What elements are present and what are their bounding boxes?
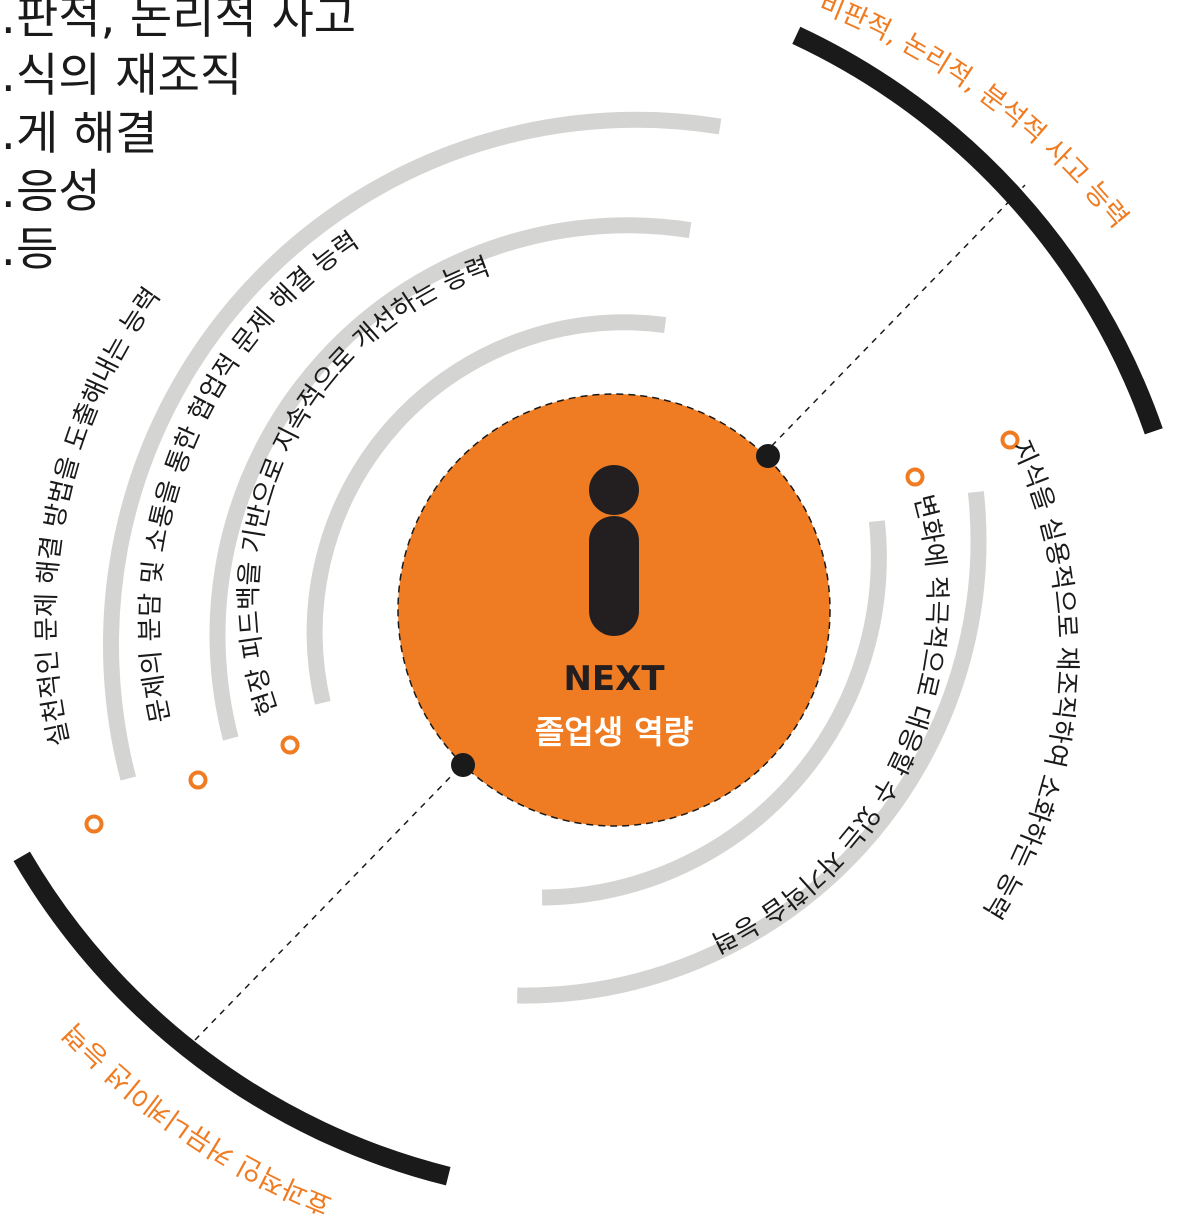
bullet-dot xyxy=(188,770,208,790)
gray-arc-left-outer xyxy=(102,111,722,781)
cropped-text-block: …판적, 논리적 사고 …식의 재조직 …게 해결 …응성 …등 xyxy=(0,0,356,278)
gray-arc-right-outer xyxy=(517,491,987,1004)
gray-arc-right-inner xyxy=(541,520,887,906)
bullet-dot xyxy=(280,735,300,755)
cropped-text-line: …등 xyxy=(0,222,59,276)
info-icon xyxy=(589,465,639,636)
center-subtitle: 졸업생 역량 xyxy=(535,713,693,751)
cropped-text-line: …게 해결 xyxy=(0,106,158,160)
cropped-text-line: …식의 재조직 xyxy=(0,48,243,102)
arc-label-knowledge-reorganization: 지식을 실용적으로 재조직하여 소화하는 능력 xyxy=(977,436,1082,924)
outer-arc-top-right xyxy=(792,26,1163,435)
center-title: NEXT xyxy=(563,659,665,699)
bullet-dot xyxy=(905,467,925,487)
connector-dot-top xyxy=(756,444,780,468)
gray-arc-left-inner xyxy=(306,314,667,705)
cropped-text-line: …판적, 논리적 사고 xyxy=(0,0,357,44)
bullet-dot xyxy=(1000,430,1020,450)
cropped-text-line: …응성 xyxy=(0,164,101,218)
outer-label-critical-thinking: 비판적, 논리적, 분석적 사고 능력 xyxy=(815,0,1135,234)
connector-dot-bottom xyxy=(451,753,475,777)
outer-arc-bottom-left xyxy=(13,851,451,1186)
bullet-dot xyxy=(84,814,104,834)
gray-arc-left-middle xyxy=(209,217,692,741)
